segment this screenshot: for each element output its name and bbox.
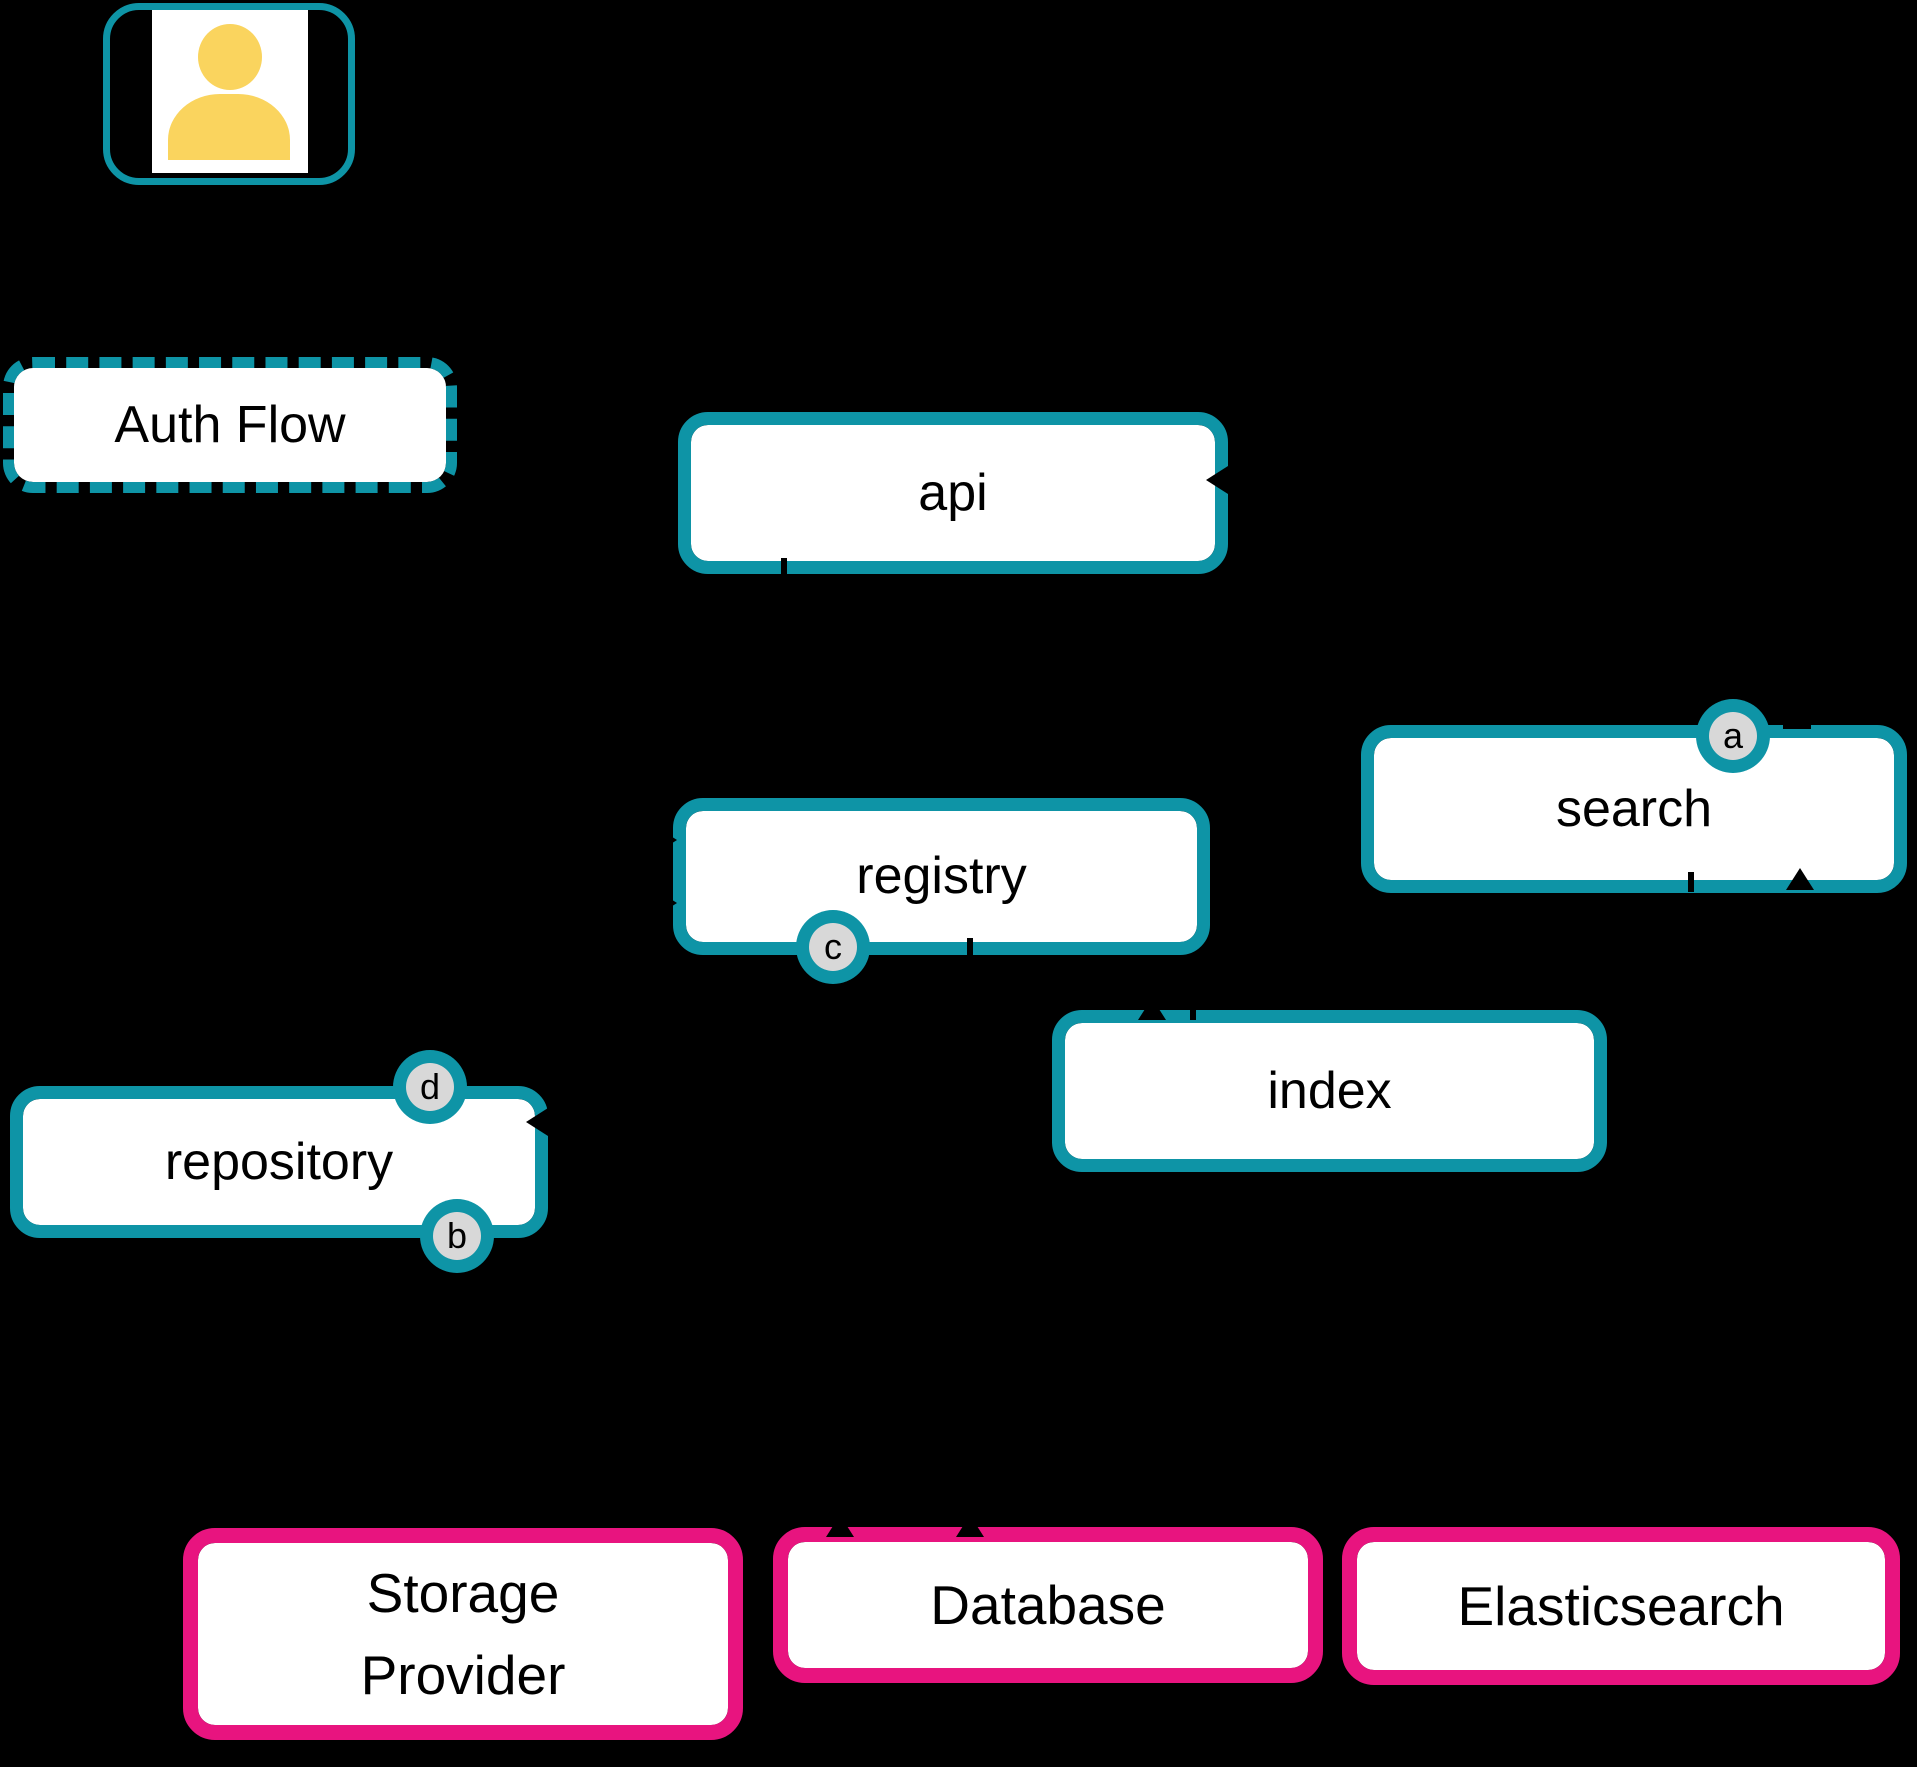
node-api: api [678, 412, 1228, 574]
node-index: index [1052, 1010, 1607, 1172]
node-elasticsearch: Elasticsearch [1342, 1527, 1900, 1685]
arrowhead-notch [655, 826, 677, 854]
badge-b: b [420, 1199, 494, 1273]
badge-letter: a [1709, 712, 1757, 760]
arrowhead-notch [1138, 998, 1166, 1020]
node-label: search [1555, 779, 1713, 838]
arrowhead-notch [655, 889, 677, 917]
node-database: Database [773, 1527, 1323, 1683]
arrowhead-notch [526, 1108, 548, 1136]
arrowhead-notch [1206, 466, 1228, 494]
badge-c: c [796, 910, 870, 984]
badge-d: d [393, 1050, 467, 1124]
arrowhead-notch [956, 1515, 984, 1537]
arrowhead-notch [1688, 872, 1694, 892]
node-registry: registry [673, 798, 1210, 955]
node-storage-provider: Storage Provider [183, 1528, 743, 1740]
node-label: index [1267, 1061, 1392, 1120]
node-label: Database [930, 1573, 1166, 1636]
node-label: Storage Provider [360, 1561, 566, 1707]
person-icon-body [168, 94, 290, 160]
arrowhead-notch [826, 1515, 854, 1537]
node-label: api [918, 463, 988, 522]
arrowhead-notch [1783, 723, 1811, 729]
avatar-frame [103, 3, 355, 185]
arrowhead-notch [781, 558, 787, 578]
avatar [152, 10, 308, 173]
arrowhead-notch [967, 938, 973, 958]
node-label: Auth Flow [114, 395, 346, 454]
arrowhead-notch [1190, 1000, 1196, 1020]
arrowhead-notch [1786, 868, 1814, 890]
node-label: Elasticsearch [1457, 1574, 1785, 1637]
badge-letter: c [809, 923, 857, 971]
node-search: search [1361, 725, 1907, 893]
badge-a: a [1696, 699, 1770, 773]
node-auth-flow: Auth Flow [3, 357, 457, 493]
node-label: registry [856, 847, 1027, 905]
node-label: repository [164, 1132, 394, 1191]
badge-letter: b [433, 1212, 481, 1260]
badge-letter: d [406, 1063, 454, 1111]
person-icon [198, 24, 262, 90]
